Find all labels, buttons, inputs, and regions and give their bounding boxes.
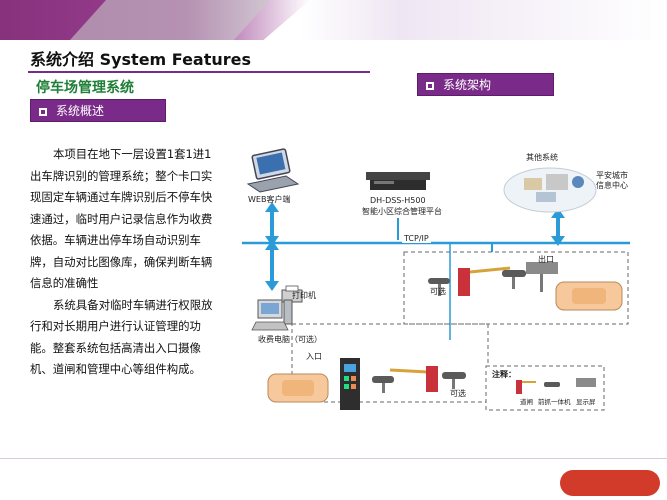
header-accent-grey bbox=[70, 0, 270, 40]
page-title: 系统介绍 System Features bbox=[30, 50, 252, 69]
printer-icon bbox=[281, 285, 303, 303]
section-architecture-label: 系统架构 bbox=[443, 78, 492, 92]
label-exit: 出口 bbox=[538, 255, 554, 264]
label-platform-model: DH-DSS-H500 bbox=[370, 196, 426, 205]
server-icon bbox=[366, 172, 430, 190]
cloud-icon bbox=[503, 167, 597, 213]
diagram-svg bbox=[242, 148, 630, 411]
section-overview: 系统概述 bbox=[30, 99, 166, 122]
label-optional-entrance: 可选 bbox=[450, 389, 466, 398]
camera-icon bbox=[502, 270, 526, 289]
bullet-square-icon bbox=[39, 108, 47, 116]
paragraph-2: 系统具备对临时车辆进行权限放行和对长期用户进行认证管理的功能。整套系统包括高清出… bbox=[30, 297, 213, 377]
terminal-icon bbox=[340, 358, 360, 410]
legend-box bbox=[485, 365, 605, 411]
barrier-gate-icon bbox=[458, 266, 511, 296]
label-toll-pc: 收费电脑（可选） bbox=[258, 335, 322, 344]
footer-divider bbox=[0, 458, 667, 459]
arrow-up-icon bbox=[265, 240, 279, 250]
arrow-down-icon bbox=[265, 281, 279, 291]
legend-title: 注释： bbox=[492, 370, 516, 379]
camera-icon bbox=[544, 382, 560, 387]
paragraph-1: 本项目在地下一层设置1套1进1出车牌识别的管理系统；整个卡口实现固定车辆通过车牌… bbox=[30, 147, 213, 290]
legend-camera: 前抓一体机 bbox=[538, 398, 571, 406]
camera-icon bbox=[442, 372, 466, 389]
label-city-center-2: 信息中心 bbox=[596, 181, 628, 190]
label-city-center-1: 平安城市 bbox=[596, 171, 628, 180]
arrow-down-icon bbox=[551, 236, 565, 246]
label-network: TCP/IP bbox=[402, 234, 431, 243]
car-icon bbox=[555, 281, 623, 311]
entrance-zone bbox=[291, 323, 489, 403]
barrier-gate-icon bbox=[516, 380, 536, 394]
bullet-square-icon bbox=[426, 82, 434, 90]
section-overview-label: 系统概述 bbox=[56, 104, 105, 118]
legend-barrier: 道闸 bbox=[520, 398, 533, 406]
exit-zone bbox=[403, 251, 629, 325]
camera-icon bbox=[372, 376, 394, 393]
title-divider bbox=[28, 71, 370, 73]
label-optional-exit: 可选 bbox=[430, 287, 446, 296]
label-entrance: 入口 bbox=[306, 352, 322, 361]
architecture-diagram: WEB客户端 DH-DSS-H500 智能小区综合管理平台 其他系统 平安城市 … bbox=[240, 140, 632, 415]
label-other-systems: 其他系统 bbox=[526, 153, 558, 162]
desktop-icon bbox=[251, 299, 293, 331]
section-architecture: 系统架构 bbox=[417, 73, 554, 96]
display-icon bbox=[526, 262, 558, 292]
site-logo bbox=[560, 470, 660, 496]
arrow-up-icon bbox=[265, 202, 279, 212]
overview-text: 本项目在地下一层设置1套1进1出车牌识别的管理系统；整个卡口实现固定车辆通过车牌… bbox=[30, 144, 216, 381]
display-icon bbox=[576, 378, 596, 387]
barrier-gate-icon bbox=[389, 366, 438, 392]
camera-icon bbox=[428, 278, 450, 296]
label-platform-name: 智能小区综合管理平台 bbox=[362, 207, 442, 216]
laptop-icon bbox=[246, 148, 300, 193]
arrow-up-icon bbox=[551, 208, 565, 218]
page-subtitle: 停车场管理系统 bbox=[36, 80, 134, 96]
label-web-client: WEB客户端 bbox=[248, 195, 291, 204]
car-icon bbox=[267, 373, 329, 403]
label-printer: 打印机 bbox=[292, 291, 316, 300]
legend-display: 显示屏 bbox=[576, 398, 596, 406]
